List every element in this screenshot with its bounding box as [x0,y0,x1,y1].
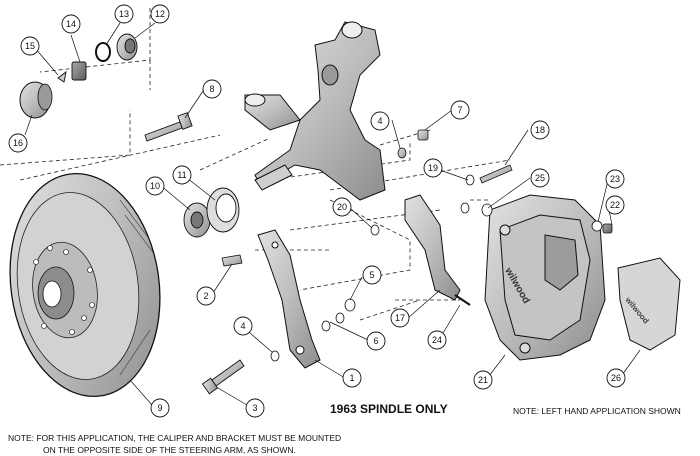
svg-text:7: 7 [457,105,462,115]
callout-7: 7 [450,100,470,120]
callout-1: 1 [342,368,362,388]
callout-3: 3 [245,398,265,418]
callout-16: 16 [8,133,28,153]
callout-25: 25 [530,168,550,188]
svg-text:16: 16 [13,138,23,148]
svg-text:17: 17 [395,313,405,323]
callout-10: 10 [145,176,165,196]
inner-bearing-and-seal [183,187,240,238]
svg-text:20: 20 [337,202,347,212]
svg-text:12: 12 [155,9,165,19]
callouts: 14 13 12 15 16 8 10 11 4 7 18 19 25 23 2… [8,4,626,418]
callout-2: 2 [196,286,216,306]
spindle [244,21,386,201]
bolts [144,112,245,395]
svg-text:1: 1 [349,373,354,383]
callout-9: 9 [150,398,170,418]
callout-18: 18 [530,120,550,140]
callout-15: 15 [20,36,40,56]
svg-text:4: 4 [377,116,382,126]
callout-12: 12 [150,4,170,24]
svg-text:23: 23 [610,174,620,184]
svg-text:26: 26 [611,373,621,383]
svg-text:24: 24 [432,335,442,345]
grease-cap [19,81,53,119]
diagram-title: 1963 SPINDLE ONLY [330,402,448,416]
svg-text:8: 8 [209,84,214,94]
svg-text:9: 9 [157,403,162,413]
caliper: wilwood [484,194,606,361]
callout-21: 21 [473,370,493,390]
callout-14: 14 [61,14,81,34]
svg-text:14: 14 [66,19,76,29]
callout-5: 5 [362,265,382,285]
callout-11: 11 [172,165,192,185]
svg-text:18: 18 [535,125,545,135]
callout-26: 26 [606,368,626,388]
mounting-note-line-2: ON THE OPPOSITE SIDE OF THE STEERING ARM… [43,445,296,455]
svg-text:25: 25 [535,173,545,183]
callout-17: 17 [390,308,410,328]
callout-23: 23 [605,169,625,189]
brake-pad: wilwood [617,257,681,351]
svg-text:22: 22 [610,200,620,210]
svg-text:5: 5 [369,270,374,280]
callout-8: 8 [202,79,222,99]
callout-20: 20 [332,197,352,217]
caliper-bracket [404,194,471,306]
callout-24: 24 [427,330,447,350]
svg-text:15: 15 [25,41,35,51]
callout-19: 19 [423,158,443,178]
left-hand-note: NOTE: LEFT HAND APPLICATION SHOWN [513,406,681,416]
svg-text:10: 10 [150,181,160,191]
hardware [221,129,613,362]
callout-6: 6 [366,331,386,351]
callout-13: 13 [114,4,134,24]
hub-small-parts [57,33,138,83]
svg-text:3: 3 [252,403,257,413]
svg-text:21: 21 [478,375,488,385]
rotor [9,172,161,398]
svg-text:13: 13 [119,9,129,19]
callout-4-bottom: 4 [233,316,253,336]
callout-4-top: 4 [370,111,390,131]
mounting-note-line-1: NOTE: FOR THIS APPLICATION, THE CALIPER … [8,433,342,443]
svg-text:19: 19 [428,163,438,173]
leader-lines [24,22,641,406]
svg-text:4: 4 [240,321,245,331]
svg-text:2: 2 [203,291,208,301]
svg-text:11: 11 [177,170,186,180]
callout-22: 22 [605,195,625,215]
steering-arm-bracket [257,229,321,369]
svg-text:6: 6 [373,336,378,346]
